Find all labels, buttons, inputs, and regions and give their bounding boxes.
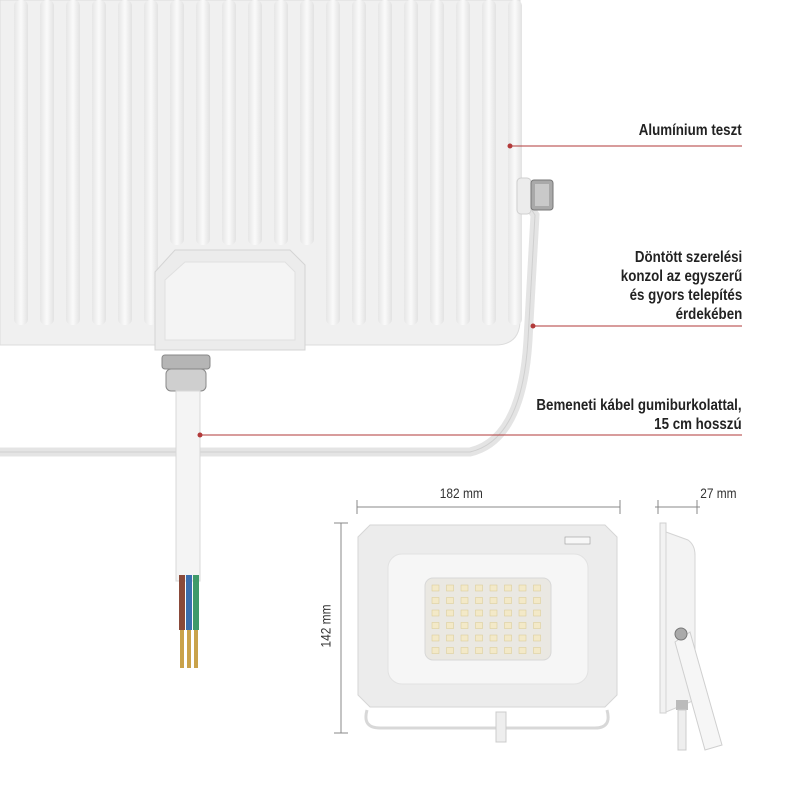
cable-wires <box>179 575 199 668</box>
dimension-height: 142 mm <box>317 604 334 648</box>
fin <box>404 0 418 325</box>
fin <box>456 0 470 325</box>
side-view-drawing <box>659 522 723 751</box>
fin <box>378 0 392 325</box>
fin <box>118 0 132 325</box>
fin <box>300 0 314 245</box>
led <box>533 647 541 654</box>
led <box>475 647 483 654</box>
led <box>489 584 498 592</box>
bracket-bolt-icon <box>516 177 554 215</box>
led <box>446 647 454 654</box>
wire-tip <box>180 630 184 668</box>
fin <box>508 0 522 325</box>
led <box>533 584 541 592</box>
led <box>431 584 440 592</box>
fin <box>482 0 496 325</box>
cooling-fins <box>14 0 522 325</box>
fin <box>92 0 106 325</box>
led <box>446 584 454 592</box>
fin <box>430 0 444 325</box>
wire <box>186 575 192 630</box>
led <box>446 634 454 642</box>
callout-dot <box>197 432 203 438</box>
callout-dot <box>530 323 536 329</box>
fin <box>14 0 28 325</box>
led <box>446 609 454 617</box>
led <box>460 597 469 604</box>
callout-lines <box>197 143 742 438</box>
callout-tilted-bracket: Döntött szerelési konzol az egyszerű és … <box>620 249 742 323</box>
led <box>475 609 483 617</box>
led <box>475 622 483 629</box>
led <box>431 634 440 642</box>
led <box>431 622 440 629</box>
led <box>431 609 440 617</box>
callout-aluminium: Alumínium teszt <box>639 122 742 139</box>
led <box>504 647 512 654</box>
front-view-drawing <box>357 524 618 743</box>
fin <box>326 0 340 325</box>
led <box>504 584 512 592</box>
led <box>460 584 469 592</box>
led <box>460 609 469 617</box>
led <box>518 647 527 654</box>
led <box>533 622 541 629</box>
callout-dot <box>507 143 513 149</box>
fin <box>40 0 54 325</box>
led <box>446 622 454 629</box>
fin <box>144 0 158 325</box>
led <box>518 634 527 642</box>
fin <box>66 0 80 325</box>
led <box>460 634 469 642</box>
dimension-width: 182 mm <box>439 485 483 501</box>
fin <box>352 0 366 325</box>
cable-gland <box>161 354 211 392</box>
led <box>504 634 512 642</box>
led <box>504 597 512 604</box>
led <box>489 622 498 629</box>
led <box>431 647 440 654</box>
led <box>431 597 440 604</box>
led <box>475 597 483 604</box>
led <box>460 622 469 629</box>
led <box>518 622 527 629</box>
led <box>475 634 483 642</box>
led <box>504 609 512 617</box>
fin <box>274 0 288 245</box>
led <box>533 609 541 617</box>
dimension-depth: 27 mm <box>700 485 737 501</box>
led <box>518 609 527 617</box>
fin <box>222 0 236 245</box>
led <box>489 647 498 654</box>
led <box>475 584 483 592</box>
led <box>518 597 527 604</box>
led <box>504 622 512 629</box>
fin <box>248 0 262 245</box>
callout-input-cable: Bemeneti kábel gumiburkolattal, 15 cm ho… <box>536 397 742 433</box>
input-cable <box>175 390 201 582</box>
led <box>489 597 498 604</box>
wire <box>179 575 185 630</box>
led-array <box>431 584 541 654</box>
led <box>489 609 498 617</box>
wire-tip <box>187 630 191 668</box>
led <box>446 597 454 604</box>
led <box>489 634 498 642</box>
led <box>460 647 469 654</box>
fin <box>170 0 184 245</box>
dimension-lines <box>334 500 700 734</box>
fin <box>196 0 210 245</box>
led <box>518 584 527 592</box>
led <box>533 597 541 604</box>
wire <box>193 575 199 630</box>
wire-tip <box>194 630 198 668</box>
led <box>533 634 541 642</box>
